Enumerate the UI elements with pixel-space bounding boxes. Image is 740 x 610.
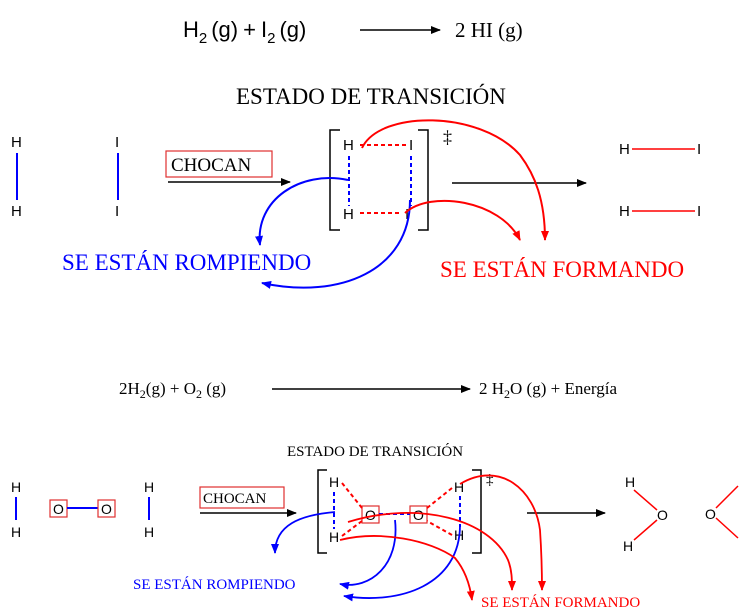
r2-h2o1-bond-bottom bbox=[633, 519, 658, 541]
r2-ts-o-left: O bbox=[365, 507, 376, 523]
r2-o2-box-right bbox=[97, 499, 116, 518]
r2-chocan-label: CHOCAN bbox=[203, 491, 267, 507]
r1-breaking-arrow-left bbox=[255, 177, 349, 246]
r2-o2-atom-right: O bbox=[101, 501, 112, 517]
r2-o2-atom-left: O bbox=[53, 501, 64, 517]
r1-forming-arrow-outer bbox=[361, 119, 549, 241]
r1-breaking-label: SE ESTÁN ROMPIENDO bbox=[62, 250, 311, 275]
r1-forming-label: SE ESTÁN FORMANDO bbox=[440, 257, 684, 282]
r2-forming-label: SE ESTÁN FORMANDO bbox=[481, 594, 640, 610]
r2-breaking-arrow-3 bbox=[343, 524, 461, 602]
r2-ts-o-right: O bbox=[413, 507, 424, 523]
r1-left-bracket bbox=[329, 129, 340, 231]
r2-left-bracket bbox=[317, 469, 327, 554]
r2-breaking-arrow-1 bbox=[271, 511, 336, 554]
r2-ts-title: ESTADO DE TRANSICIÓN bbox=[287, 443, 463, 460]
r1-chocan-label: CHOCAN bbox=[171, 155, 252, 176]
r2-h2o2-bond-bottom bbox=[715, 517, 739, 539]
r1-dagger: ‡ bbox=[443, 127, 452, 147]
r2-breaking-label: SE ESTÁN ROMPIENDO bbox=[133, 576, 296, 593]
r1-hi1-h: H bbox=[619, 141, 630, 158]
r2-ts-h-tr: H bbox=[454, 479, 464, 495]
r2-ts-oh-forming-bl bbox=[341, 520, 363, 537]
r1-hi1-i: I bbox=[697, 141, 701, 158]
r2-h2b-bottom: H bbox=[144, 524, 154, 540]
r2-ts-oh-forming-br bbox=[426, 520, 453, 536]
r2-ts-h-tl: H bbox=[329, 474, 339, 490]
r2-ts-h-bl: H bbox=[329, 529, 339, 545]
r1-ts-h-top: H bbox=[343, 137, 354, 154]
r1-h2-atom-top: H bbox=[11, 134, 22, 151]
r1-chocan-box bbox=[165, 150, 273, 178]
r2-equation-reactants: 2H2(g) + O2 (g) bbox=[119, 379, 226, 401]
r1-ts-i-bottom: I bbox=[405, 206, 409, 223]
r2-h2o1-h-top: H bbox=[625, 474, 635, 490]
r2-forming-arrow-2 bbox=[347, 512, 516, 591]
r1-equation-reactants: H2(g)+I2(g) bbox=[183, 17, 306, 47]
r1-product: 2 HI (g) bbox=[455, 18, 523, 42]
r2-h2o2-bond-top bbox=[715, 485, 739, 509]
r1-breaking-arrow-bottom bbox=[261, 199, 411, 289]
r2-forming-arrow-3 bbox=[459, 474, 546, 591]
r1-i2-atom-bottom: I bbox=[115, 203, 119, 220]
r2-right-bracket bbox=[472, 469, 482, 554]
r2-forming-arrow-1 bbox=[339, 535, 475, 601]
r2-ts-oh-forming-tl bbox=[341, 482, 363, 509]
r2-h2a-top: H bbox=[11, 479, 21, 495]
r2-h2o1-bond-top bbox=[633, 489, 658, 511]
r2-h2b-top: H bbox=[144, 479, 154, 495]
r2-h2o1-o: O bbox=[657, 507, 668, 523]
r1-hi2-i: I bbox=[697, 203, 701, 220]
r1-right-bracket bbox=[418, 129, 429, 231]
r2-chocan-box bbox=[199, 486, 285, 509]
r1-h2-atom-bottom: H bbox=[11, 203, 22, 220]
r2-breaking-arrow-2 bbox=[339, 519, 397, 590]
r2-h2a-bottom: H bbox=[11, 524, 21, 540]
r2-h2o1-h-bottom: H bbox=[623, 538, 633, 554]
r1-ts-i-top: I bbox=[409, 137, 413, 154]
r1-i2-atom-top: I bbox=[115, 134, 119, 151]
r1-hi2-h: H bbox=[619, 203, 630, 220]
r2-dagger: ‡ bbox=[486, 472, 494, 488]
r2-h2o2-o: O bbox=[705, 506, 716, 522]
r1-forming-arrow-inner bbox=[404, 199, 521, 241]
r1-ts-title: ESTADO DE TRANSICIÓN bbox=[236, 83, 506, 109]
r2-ts-oh-forming-tr bbox=[426, 487, 453, 509]
r1-ts-h-bottom: H bbox=[343, 206, 354, 223]
r2-equation-product: 2 H2O (g) + Energía bbox=[479, 379, 617, 401]
